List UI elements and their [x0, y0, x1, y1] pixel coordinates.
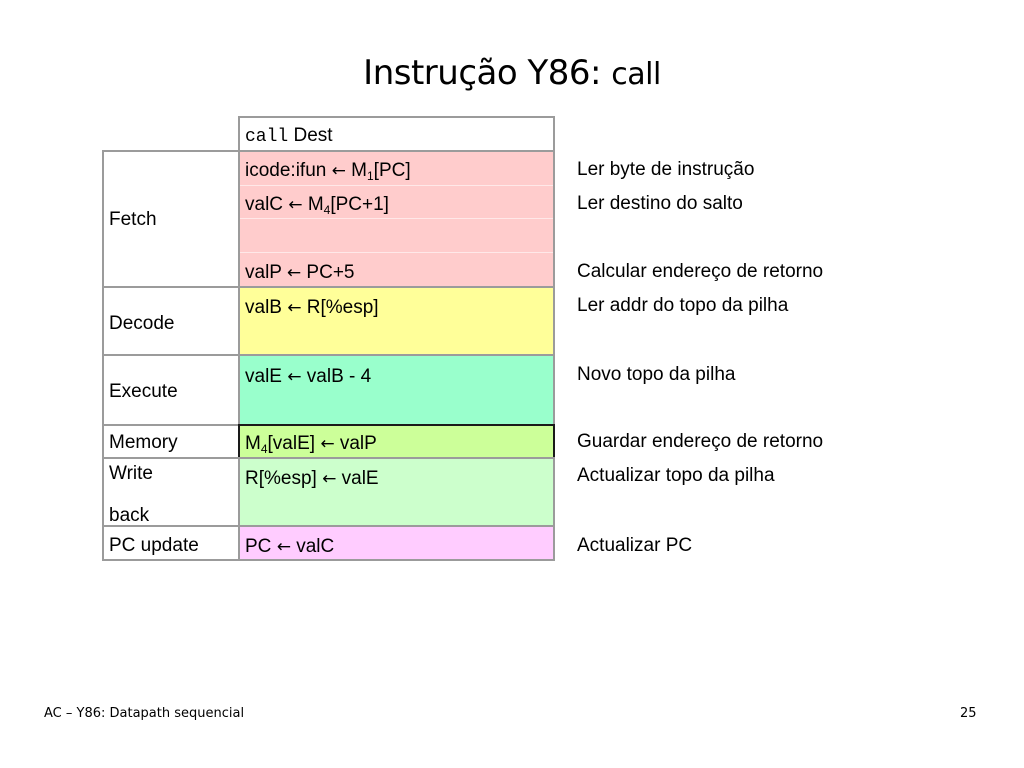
desc-fetch-1: Ler byte de instrução [577, 159, 755, 180]
desc-decode: Ler addr do topo da pilha [577, 295, 789, 316]
stage-execute: Execute [102, 354, 240, 426]
stage-fetch: Fetch [102, 150, 240, 288]
stage-pc-update-label: PC update [109, 535, 199, 556]
footer-course: AC – Y86: Datapath sequencial [44, 706, 245, 721]
page-number: 25 [960, 706, 977, 721]
op-execute: valE ← valB - 4 [245, 366, 372, 387]
op-memory: M4[valE] ← valP [245, 433, 377, 456]
desc-execute: Novo topo da pilha [577, 364, 736, 385]
ops-fetch: icode:ifun ← M1[PC] valC ← M4[PC+1] valP… [238, 150, 555, 288]
stage-memory: Memory [102, 424, 240, 459]
header-operand: Dest [293, 125, 333, 146]
stage-fetch-label: Fetch [109, 209, 157, 230]
header-mnemonic: call [245, 127, 289, 147]
stage-memory-label: Memory [109, 432, 178, 453]
arrow-icon: ← [286, 263, 302, 283]
stage-execute-label: Execute [109, 381, 178, 402]
desc-pc-update: Actualizar PC [577, 535, 693, 556]
op-fetch-2: valC ← M4[PC+1] [245, 194, 389, 217]
desc-memory: Guardar endereço de retorno [577, 431, 824, 452]
op-write-back: R[%esp] ← valE [245, 468, 379, 489]
row-divider [240, 218, 553, 219]
arrow-icon: ← [276, 537, 291, 557]
arrow-icon: ← [287, 367, 302, 387]
arrow-icon: ← [320, 434, 335, 454]
stage-decode: Decode [102, 286, 240, 356]
row-divider [240, 185, 553, 186]
ops-decode: valB ← R[%esp] [238, 286, 555, 356]
arrow-icon: ← [288, 195, 303, 215]
desc-fetch-3: Calcular endereço de retorno [577, 261, 824, 282]
header-cell: call Dest [238, 116, 555, 152]
ops-write-back: R[%esp] ← valE [238, 457, 555, 527]
arrow-icon: ← [322, 469, 337, 489]
op-fetch-1: icode:ifun ← M1[PC] [245, 160, 411, 183]
desc-write-back: Actualizar topo da pilha [577, 465, 775, 486]
op-pc-update: PC ← valC [245, 536, 335, 557]
arrow-icon: ← [287, 298, 302, 318]
desc-fetch-2: Ler destino do salto [577, 193, 743, 214]
ops-execute: valE ← valB - 4 [238, 354, 555, 426]
stage-back-label: back [109, 505, 150, 526]
arrow-icon: ← [331, 161, 346, 181]
slide-title: Instrução Y86: call [0, 50, 1024, 98]
ops-pc-update: PC ← valC [238, 525, 555, 561]
row-divider [240, 252, 553, 253]
stage-pc-update: PC update [102, 525, 240, 561]
ops-memory: M4[valE] ← valP [238, 424, 555, 459]
op-decode: valB ← R[%esp] [245, 297, 379, 318]
stage-write-back: Write back [102, 457, 240, 527]
stage-decode-label: Decode [109, 313, 175, 334]
title-instruction: call [611, 57, 661, 92]
title-text: Instrução Y86: [363, 53, 612, 93]
op-fetch-3: valP ← PC+5 [245, 262, 355, 283]
stage-write-label: Write [109, 463, 153, 484]
